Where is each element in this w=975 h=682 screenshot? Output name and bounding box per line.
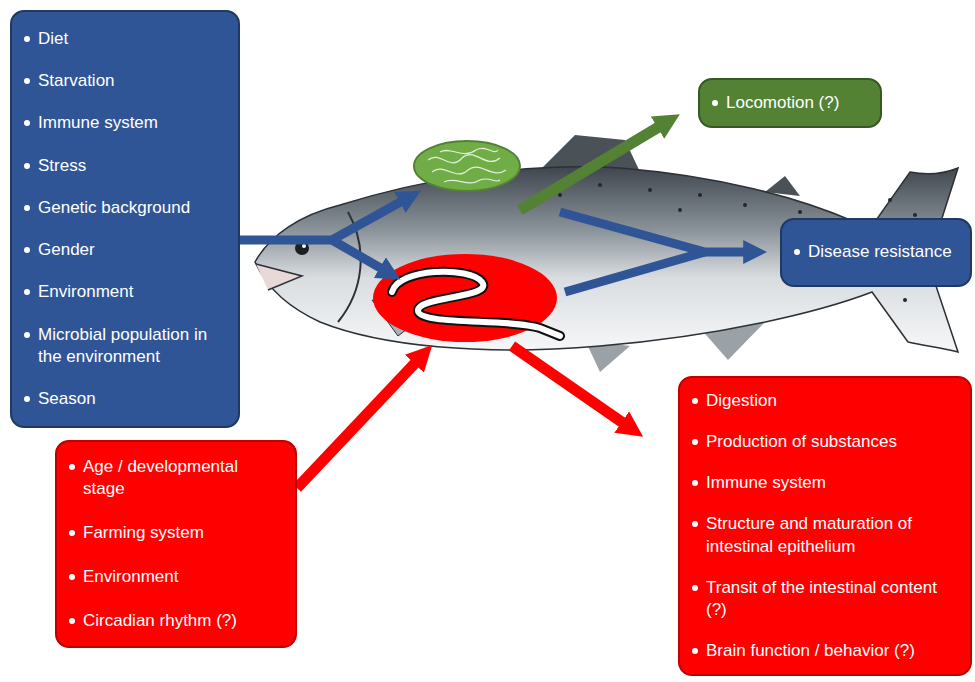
fish-eye-glint [302, 244, 306, 248]
bullet-text: Immune system [706, 472, 826, 494]
bullet-item: Circadian rhythm (?) [69, 610, 283, 632]
bullet-dot [24, 163, 30, 169]
bullet-text: Age / developmental stage [83, 456, 283, 500]
factor-box: DietStarvationImmune systemStressGenetic… [10, 10, 240, 428]
effect-box: Disease resistance [780, 218, 972, 287]
intestine [392, 272, 560, 336]
effect-box: Locomotion (?) [698, 78, 882, 128]
bullet-text: Stress [38, 155, 86, 177]
bullet-dot [692, 585, 698, 591]
bullet-text: Microbial population in the environment [38, 324, 226, 368]
bullet-dot [692, 521, 698, 527]
bullet-dot [24, 289, 30, 295]
bullet-text: Environment [38, 281, 133, 303]
bullet-item: Immune system [24, 112, 226, 134]
bullet-dot [692, 480, 698, 486]
bullet-item: Gender [24, 239, 226, 261]
green-arrow [520, 125, 662, 210]
bullet-item: Age / developmental stage [69, 456, 283, 500]
bullet-item: Brain function / behavior (?) [692, 640, 958, 662]
bullet-item: Starvation [24, 70, 226, 92]
bullet-text: Brain function / behavior (?) [706, 640, 915, 662]
bullet-item: Season [24, 388, 226, 410]
bullet-text: Gender [38, 239, 95, 261]
bullet-item: Environment [24, 281, 226, 303]
bullet-text: Production of substances [706, 431, 897, 453]
bullet-text: Farming system [83, 522, 204, 544]
bullet-dot [24, 36, 30, 42]
bullet-item: Production of substances [692, 431, 958, 453]
factor-box: Age / developmental stageFarming systemE… [55, 440, 297, 648]
muscle-texture [428, 148, 506, 183]
bullet-text: Locomotion (?) [726, 92, 839, 114]
bullet-dot [69, 618, 75, 624]
bullet-item: Microbial population in the environment [24, 324, 226, 368]
bullet-dot [794, 249, 800, 255]
bullet-text: Starvation [38, 70, 115, 92]
bullet-text: Immune system [38, 112, 158, 134]
bullet-text: Season [38, 388, 96, 410]
bullet-item: Locomotion (?) [712, 92, 868, 114]
red-arrow-out [512, 346, 626, 425]
bullet-item: Environment [69, 566, 283, 588]
bullet-item: Stress [24, 155, 226, 177]
bullet-text: Structure and maturation of intestinal e… [706, 513, 958, 557]
bullet-dot [692, 398, 698, 404]
red-arrow-in [297, 360, 418, 488]
bullet-text: Digestion [706, 390, 777, 412]
blue-arrows [240, 200, 748, 292]
salmon-body [255, 167, 958, 352]
muscle-region [414, 141, 520, 191]
intestine-outline [392, 272, 560, 336]
bullet-dot [69, 574, 75, 580]
bullet-dot [692, 648, 698, 654]
bullet-item: Diet [24, 28, 226, 50]
bullet-item: Structure and maturation of intestinal e… [692, 513, 958, 557]
bullet-text: Genetic background [38, 197, 190, 219]
bullet-item: Transit of the intestinal content (?) [692, 577, 958, 621]
bullet-text: Diet [38, 28, 68, 50]
bullet-dot [24, 332, 30, 338]
bullet-text: Transit of the intestinal content (?) [706, 577, 958, 621]
bullet-item: Digestion [692, 390, 958, 412]
fish-mouth [256, 264, 302, 290]
bullet-text: Disease resistance [808, 241, 952, 263]
function-box: DigestionProduction of substancesImmune … [678, 376, 972, 676]
bullet-item: Farming system [69, 522, 283, 544]
bullet-item: Immune system [692, 472, 958, 494]
bullet-dot [69, 530, 75, 536]
bullet-dot [69, 464, 75, 470]
bullet-dot [712, 100, 718, 106]
bullet-item: Disease resistance [794, 241, 958, 263]
bullet-dot [24, 396, 30, 402]
bullet-dot [24, 205, 30, 211]
bullet-dot [692, 439, 698, 445]
bullet-item: Genetic background [24, 197, 226, 219]
bullet-dot [24, 78, 30, 84]
bullet-text: Environment [83, 566, 178, 588]
bullet-text: Circadian rhythm (?) [83, 610, 237, 632]
bullet-dot [24, 120, 30, 126]
bullet-dot [24, 247, 30, 253]
